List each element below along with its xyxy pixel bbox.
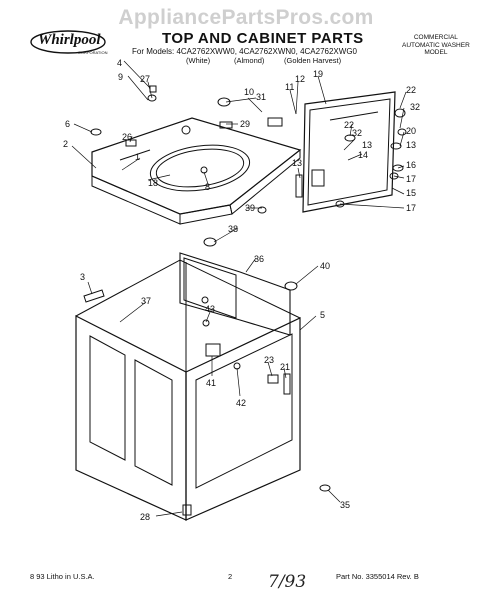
handwritten-date: 7/93 <box>268 572 307 592</box>
callout-17a: 17 <box>406 174 417 184</box>
commercial-label: COMMERCIAL AUTOMATIC WASHER MODEL <box>402 34 470 56</box>
callout-14: 14 <box>358 150 369 160</box>
models-line: For Models: 4CA2762XWW0, 4CA2762XWN0, 4C… <box>132 47 357 56</box>
logo-brand: Whirlpool <box>38 32 101 48</box>
callout-8: 8 <box>205 182 211 192</box>
callout-32b: 32 <box>352 128 363 138</box>
callout-22a: 22 <box>406 85 417 95</box>
top-panel <box>91 117 302 225</box>
callout-13a: 13 <box>406 140 417 150</box>
callout-20: 20 <box>406 126 417 136</box>
callout-31: 31 <box>256 92 267 102</box>
callout-15: 15 <box>406 188 417 198</box>
color-golden-harvest: (Golden Harvest) <box>284 56 342 65</box>
callout-2: 2 <box>63 139 69 149</box>
callout-6: 6 <box>65 119 71 129</box>
callout-19: 19 <box>313 69 324 79</box>
footer-part-number: Part No. 3355014 Rev. B <box>336 572 419 581</box>
callout-37: 37 <box>141 296 152 306</box>
callout-9: 9 <box>118 72 124 82</box>
footer-left: 8 93 Litho in U.S.A. <box>30 572 95 581</box>
callout-27: 27 <box>140 74 151 84</box>
callout-28: 28 <box>140 512 151 522</box>
callout-13c: 13 <box>292 158 303 168</box>
whirlpool-logo <box>30 30 106 54</box>
page-title: TOP AND CABINET PARTS <box>162 30 364 47</box>
callout-12: 12 <box>295 74 306 84</box>
watermark: AppliancePartsPros.com <box>118 6 374 29</box>
callout-40: 40 <box>320 261 331 271</box>
callout-21: 21 <box>280 362 291 372</box>
hardware-parts <box>83 85 407 516</box>
logo-sub: CORPORATION <box>78 50 108 55</box>
callout-4: 4 <box>117 58 123 68</box>
callout-16: 16 <box>406 160 417 170</box>
leader-lines <box>71 60 407 517</box>
callout-1: 1 <box>135 152 141 162</box>
callout-10: 10 <box>244 87 255 97</box>
color-almond: (Almond) <box>234 56 265 65</box>
callout-11: 11 <box>285 82 295 92</box>
callout-26: 26 <box>122 132 133 142</box>
color-white: (White) <box>186 56 211 65</box>
callout-38: 38 <box>228 224 239 234</box>
callout-3: 3 <box>80 272 86 282</box>
cabinet-body <box>75 259 301 521</box>
callout-39: 39 <box>245 203 256 213</box>
callout-17b: 17 <box>406 203 417 213</box>
callout-35: 35 <box>340 500 351 510</box>
callout-36: 36 <box>254 254 265 264</box>
callout-13b: 13 <box>362 140 373 150</box>
callout-29: 29 <box>240 119 251 129</box>
callout-32a: 32 <box>410 102 421 112</box>
callout-18: 18 <box>148 178 159 188</box>
rear-panel <box>179 252 291 336</box>
callout-23: 23 <box>264 355 275 365</box>
callout-22b: 22 <box>344 120 355 130</box>
callout-41: 41 <box>206 378 217 388</box>
callout-5: 5 <box>320 310 326 320</box>
footer-page-number: 2 <box>228 572 233 581</box>
callout-42: 42 <box>236 398 247 408</box>
console-panel <box>302 91 396 213</box>
callout-43: 43 <box>205 304 216 314</box>
